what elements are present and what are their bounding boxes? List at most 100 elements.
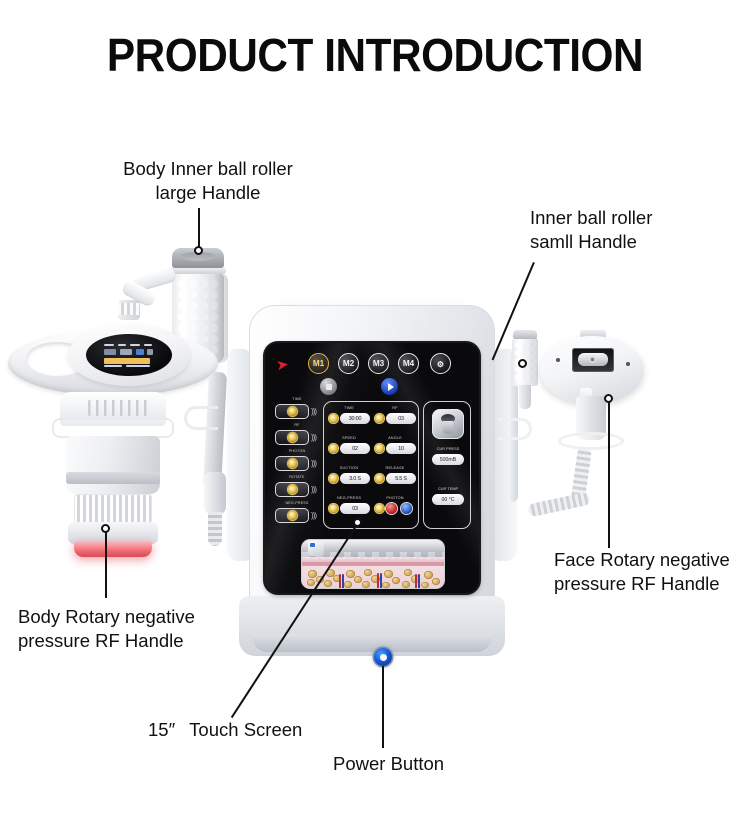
status-panel: CUR PRESS 500mB CUR TEMP 00 °C xyxy=(423,401,471,529)
roller-icon xyxy=(578,353,608,366)
gear-icon xyxy=(287,407,297,416)
param-label-time: TIME xyxy=(344,406,354,410)
param-label-speed: SPEED xyxy=(342,436,356,440)
settings-lock-icon[interactable]: ⚙ xyxy=(430,353,451,374)
knob-icon[interactable] xyxy=(375,414,384,423)
param-angle[interactable]: ANGLE 10 xyxy=(372,436,418,466)
callout-body-rotary-negative-pressure-rf-handle: Body Rotary negative pressure RF Handle xyxy=(18,605,248,652)
param-release[interactable]: RELEASE 5.5 S xyxy=(372,466,418,496)
red-photon-lamp-icon[interactable] xyxy=(386,503,397,514)
leader-line-body-rotary-rf xyxy=(105,528,107,598)
signal-waves-icon: ))) xyxy=(311,407,317,416)
knob-icon[interactable] xyxy=(329,414,338,423)
inner-ball-roller-small-handle xyxy=(510,330,540,409)
power-button[interactable] xyxy=(374,648,392,666)
flexible-hose xyxy=(118,266,178,320)
stop-icon xyxy=(325,383,332,390)
memory-button-m3[interactable]: M3 xyxy=(368,353,389,374)
leader-line-body-inner-ball-roller xyxy=(198,208,200,250)
knob-icon[interactable] xyxy=(375,444,384,453)
callout-dot-body-inner-ball-roller xyxy=(194,246,203,255)
memory-button-m2[interactable]: M2 xyxy=(338,353,359,374)
callout-line1: Power Button xyxy=(333,753,445,774)
red-led-ring xyxy=(74,541,152,557)
body-handle-support-wand xyxy=(184,371,238,562)
play-button[interactable] xyxy=(381,378,398,395)
param-value-speed: 02 xyxy=(340,443,370,454)
mode-label-rf: RF xyxy=(294,423,300,427)
mode-row-photon[interactable]: PHOTON ))) xyxy=(273,449,321,474)
memory-button-m1-label: M1 xyxy=(312,359,325,368)
right-handle-hook xyxy=(498,418,532,440)
probe-icon xyxy=(308,541,324,556)
callout-line1: Body Inner ball roller xyxy=(123,158,293,179)
mode-list: TIME ))) RF ))) PHOTON ))) ROTATE xyxy=(273,397,321,531)
callout-touch-screen: 15″ Touch Screen xyxy=(148,718,368,742)
mode-toggle-rotate[interactable] xyxy=(275,482,309,497)
touch-screen-display[interactable]: ➤ M1 M2 M3 M4 ⚙ TIME ))) RF xyxy=(265,343,479,593)
status-value-cur-press: 500mB xyxy=(432,454,464,465)
signal-waves-icon: ))) xyxy=(311,459,317,468)
memory-button-m4-label: M4 xyxy=(402,359,415,368)
gear-icon xyxy=(287,485,297,494)
callout-line1: Face Rotary negative xyxy=(554,549,730,570)
callout-line2: samll Handle xyxy=(530,230,637,252)
callout-line2: pressure RF Handle xyxy=(554,572,720,594)
param-label-angle: ANGLE xyxy=(388,436,402,440)
memory-button-m1[interactable]: M1 xyxy=(308,353,329,374)
skin-cross-section-diagram xyxy=(301,539,445,589)
body-rotary-negative-pressure-rf-handle xyxy=(52,392,174,568)
callout-body-inner-ball-roller-large-handle: Body Inner ball roller large Handle xyxy=(78,157,338,204)
callout-line2: large Handle xyxy=(155,181,261,203)
blue-photon-lamp-icon[interactable] xyxy=(401,503,412,514)
signal-waves-icon: ))) xyxy=(311,511,317,520)
mode-row-neg-press[interactable]: NEG-PRESS ))) xyxy=(273,501,321,526)
mode-label-rotate: ROTATE xyxy=(289,475,305,479)
knob-icon[interactable] xyxy=(375,504,384,513)
callout-line1: Inner ball roller xyxy=(530,207,653,228)
callout-face-rotary-negative-pressure-rf-handle: Face Rotary negative pressure RF Handle xyxy=(554,548,750,595)
param-value-suction: 3.0 S xyxy=(340,473,370,484)
leader-line-face-rotary-rf xyxy=(608,398,610,548)
page-title: PRODUCT INTRODUCTION xyxy=(106,29,644,81)
signal-waves-icon: ))) xyxy=(311,433,317,442)
param-rf[interactable]: RF 03 xyxy=(372,406,418,436)
param-label-photon: PHOTON xyxy=(386,496,404,500)
mode-row-rf[interactable]: RF ))) xyxy=(273,423,321,448)
gear-icon xyxy=(287,459,297,468)
knob-icon[interactable] xyxy=(375,474,384,483)
mode-label-neg-press: NEG-PRESS xyxy=(285,501,309,505)
handle-oled-display xyxy=(86,334,172,376)
knob-icon[interactable] xyxy=(329,444,338,453)
mode-toggle-photon[interactable] xyxy=(275,456,309,471)
param-suction[interactable]: SUCTION 3.0 S xyxy=(326,466,372,496)
knob-icon[interactable] xyxy=(329,504,338,513)
vent-slots xyxy=(88,400,150,416)
power-icon xyxy=(379,653,387,661)
leader-line-power-button xyxy=(382,666,384,748)
param-speed[interactable]: SPEED 02 xyxy=(326,436,372,466)
mode-row-time[interactable]: TIME ))) xyxy=(273,397,321,422)
memory-button-m4[interactable]: M4 xyxy=(398,353,419,374)
param-neg-press[interactable]: NEG-PRESS 03 xyxy=(326,496,372,526)
body-rotary-handle-wheel xyxy=(8,318,218,408)
param-photon[interactable]: PHOTON xyxy=(372,496,418,526)
param-time[interactable]: TIME 30:00 xyxy=(326,406,372,436)
memory-button-m2-label: M2 xyxy=(342,359,355,368)
handle-hook xyxy=(184,406,218,430)
mode-row-rotate[interactable]: ROTATE ))) xyxy=(273,475,321,500)
mode-toggle-rf[interactable] xyxy=(275,430,309,445)
callout-dot-touch-screen xyxy=(353,518,362,527)
status-label-cur-press: CUR PRESS xyxy=(436,446,460,451)
param-value-time: 30:00 xyxy=(340,413,370,424)
status-cur-press: CUR PRESS 500mB xyxy=(427,446,469,472)
stop-button[interactable] xyxy=(320,378,337,395)
roller-end-cap xyxy=(172,248,224,268)
knob-icon[interactable] xyxy=(329,474,338,483)
machine-main-unit: ➤ M1 M2 M3 M4 ⚙ TIME ))) RF xyxy=(227,295,517,656)
mode-toggle-neg-press[interactable] xyxy=(275,508,309,523)
callout-inner-ball-roller-small-handle: Inner ball roller samll Handle xyxy=(530,206,730,253)
param-label-suction: SUCTION xyxy=(339,466,359,470)
mode-toggle-time[interactable] xyxy=(275,404,309,419)
signal-waves-icon: ))) xyxy=(311,485,317,494)
